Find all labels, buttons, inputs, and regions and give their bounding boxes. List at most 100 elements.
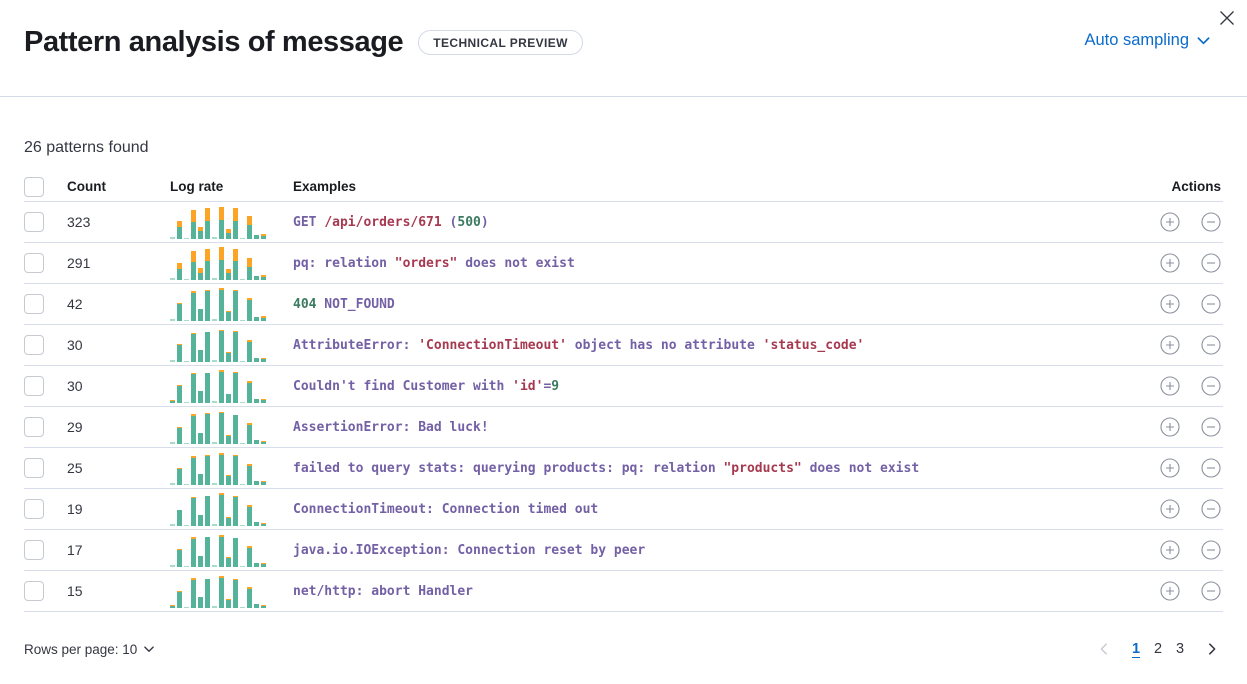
table-row: 30 Couldn't find Customer with 'id'=9 — [24, 366, 1223, 407]
row-count: 323 — [67, 214, 91, 230]
log-rate-sparkline — [170, 329, 266, 362]
minus-in-circle-icon — [1201, 212, 1221, 232]
row-checkbox[interactable] — [24, 335, 44, 355]
filter-out-pattern-button[interactable] — [1201, 335, 1221, 355]
previous-page-button[interactable] — [1093, 638, 1115, 660]
column-header-examples: Examples — [293, 179, 357, 194]
example-segment: pq: relation — [293, 255, 395, 271]
minus-in-circle-icon — [1201, 540, 1221, 560]
row-count: 30 — [67, 337, 83, 353]
row-checkbox[interactable] — [24, 458, 44, 478]
example-segment: 'ConnectionTimeout' — [418, 337, 567, 353]
column-header-count: Count — [67, 179, 106, 194]
row-count: 42 — [67, 296, 83, 312]
filter-out-pattern-button[interactable] — [1201, 294, 1221, 314]
example-segment: Couldn't find Customer with — [293, 378, 513, 394]
row-checkbox[interactable] — [24, 499, 44, 519]
table-row: 323 GET /api/orders/671 (500) — [24, 202, 1223, 243]
filter-out-pattern-button[interactable] — [1201, 417, 1221, 437]
example-text: Couldn't find Customer with 'id'=9 — [293, 379, 1131, 394]
plus-in-circle-icon — [1160, 417, 1180, 437]
log-rate-sparkline — [170, 575, 266, 608]
log-rate-sparkline — [170, 452, 266, 485]
minus-in-circle-icon — [1201, 253, 1221, 273]
flyout-header: Pattern analysis of message TECHNICAL PR… — [0, 0, 1247, 97]
minus-in-circle-icon — [1201, 335, 1221, 355]
example-text: AttributeError: 'ConnectionTimeout' obje… — [293, 338, 1131, 353]
filter-out-pattern-button[interactable] — [1201, 458, 1221, 478]
close-button[interactable] — [1213, 4, 1241, 32]
filter-for-pattern-button[interactable] — [1160, 212, 1180, 232]
flyout-body: 26 patterns found Count Log rate Example… — [0, 139, 1247, 661]
filter-for-pattern-button[interactable] — [1160, 499, 1180, 519]
filter-out-pattern-button[interactable] — [1201, 253, 1221, 273]
close-icon — [1220, 11, 1234, 25]
example-segment: /api/orders/671 — [324, 214, 442, 230]
table-row: 291 pq: relation "orders" does not exist — [24, 243, 1223, 284]
example-segment: ( — [441, 214, 458, 230]
filter-out-pattern-button[interactable] — [1201, 581, 1221, 601]
example-segment: 'status_code' — [762, 337, 865, 353]
row-checkbox[interactable] — [24, 417, 44, 437]
row-checkbox[interactable] — [24, 212, 44, 232]
example-segment: "orders" — [394, 255, 458, 271]
filter-for-pattern-button[interactable] — [1160, 417, 1180, 437]
minus-in-circle-icon — [1201, 376, 1221, 396]
patterns-table: Count Log rate Examples Actions 323 GET … — [24, 172, 1223, 612]
example-text: GET /api/orders/671 (500) — [293, 215, 1131, 230]
page-button-2[interactable]: 2 — [1147, 637, 1169, 661]
filter-for-pattern-button[interactable] — [1160, 253, 1180, 273]
minus-in-circle-icon — [1201, 499, 1221, 519]
filter-out-pattern-button[interactable] — [1201, 376, 1221, 396]
table-row: 29 AssertionError: Bad luck! — [24, 407, 1223, 448]
sampling-dropdown[interactable]: Auto sampling — [1084, 31, 1211, 50]
example-segment: AssertionError: Bad luck! — [293, 419, 489, 435]
example-segment: net/http: abort Handler — [293, 583, 474, 599]
plus-in-circle-icon — [1160, 294, 1180, 314]
row-checkbox[interactable] — [24, 581, 44, 601]
plus-in-circle-icon — [1160, 212, 1180, 232]
row-checkbox[interactable] — [24, 253, 44, 273]
table-row: 42 404 NOT_FOUND — [24, 284, 1223, 325]
filter-for-pattern-button[interactable] — [1160, 335, 1180, 355]
log-rate-sparkline — [170, 369, 266, 403]
next-page-button[interactable] — [1201, 638, 1223, 660]
page-button-3[interactable]: 3 — [1169, 637, 1191, 661]
row-checkbox[interactable] — [24, 540, 44, 560]
minus-in-circle-icon — [1201, 294, 1221, 314]
table-row: 19 ConnectionTimeout: Connection timed o… — [24, 489, 1223, 530]
example-text: 404 NOT_FOUND — [293, 297, 1131, 312]
example-segment: does not exist — [801, 460, 920, 476]
filter-for-pattern-button[interactable] — [1160, 294, 1180, 314]
select-all-checkbox[interactable] — [24, 176, 44, 197]
example-text: pq: relation "orders" does not exist — [293, 256, 1131, 271]
rows-per-page-label: Rows per page: 10 — [24, 641, 138, 657]
chevron-down-icon — [1197, 37, 1210, 45]
row-count: 29 — [67, 419, 83, 435]
filter-out-pattern-button[interactable] — [1201, 540, 1221, 560]
table-header-row: Count Log rate Examples Actions — [24, 172, 1223, 202]
chevron-right-icon — [1209, 643, 1216, 655]
example-segment: 404 — [293, 296, 317, 312]
minus-in-circle-icon — [1201, 458, 1221, 478]
filter-for-pattern-button[interactable] — [1160, 376, 1180, 396]
row-count: 30 — [67, 378, 83, 394]
example-text: AssertionError: Bad luck! — [293, 420, 1131, 435]
minus-in-circle-icon — [1201, 581, 1221, 601]
filter-out-pattern-button[interactable] — [1201, 212, 1221, 232]
row-count: 17 — [67, 542, 83, 558]
filter-for-pattern-button[interactable] — [1160, 581, 1180, 601]
row-checkbox[interactable] — [24, 376, 44, 396]
example-segment: 'id' — [512, 378, 544, 394]
example-segment: "products" — [723, 460, 802, 476]
filter-for-pattern-button[interactable] — [1160, 540, 1180, 560]
rows-per-page-button[interactable]: Rows per page: 10 — [24, 642, 155, 657]
plus-in-circle-icon — [1160, 335, 1180, 355]
page-button-1[interactable]: 1 — [1125, 637, 1147, 661]
filter-out-pattern-button[interactable] — [1201, 499, 1221, 519]
filter-for-pattern-button[interactable] — [1160, 458, 1180, 478]
example-text: net/http: abort Handler — [293, 584, 1131, 599]
row-checkbox[interactable] — [24, 294, 44, 314]
example-segment: 500 — [457, 214, 481, 230]
